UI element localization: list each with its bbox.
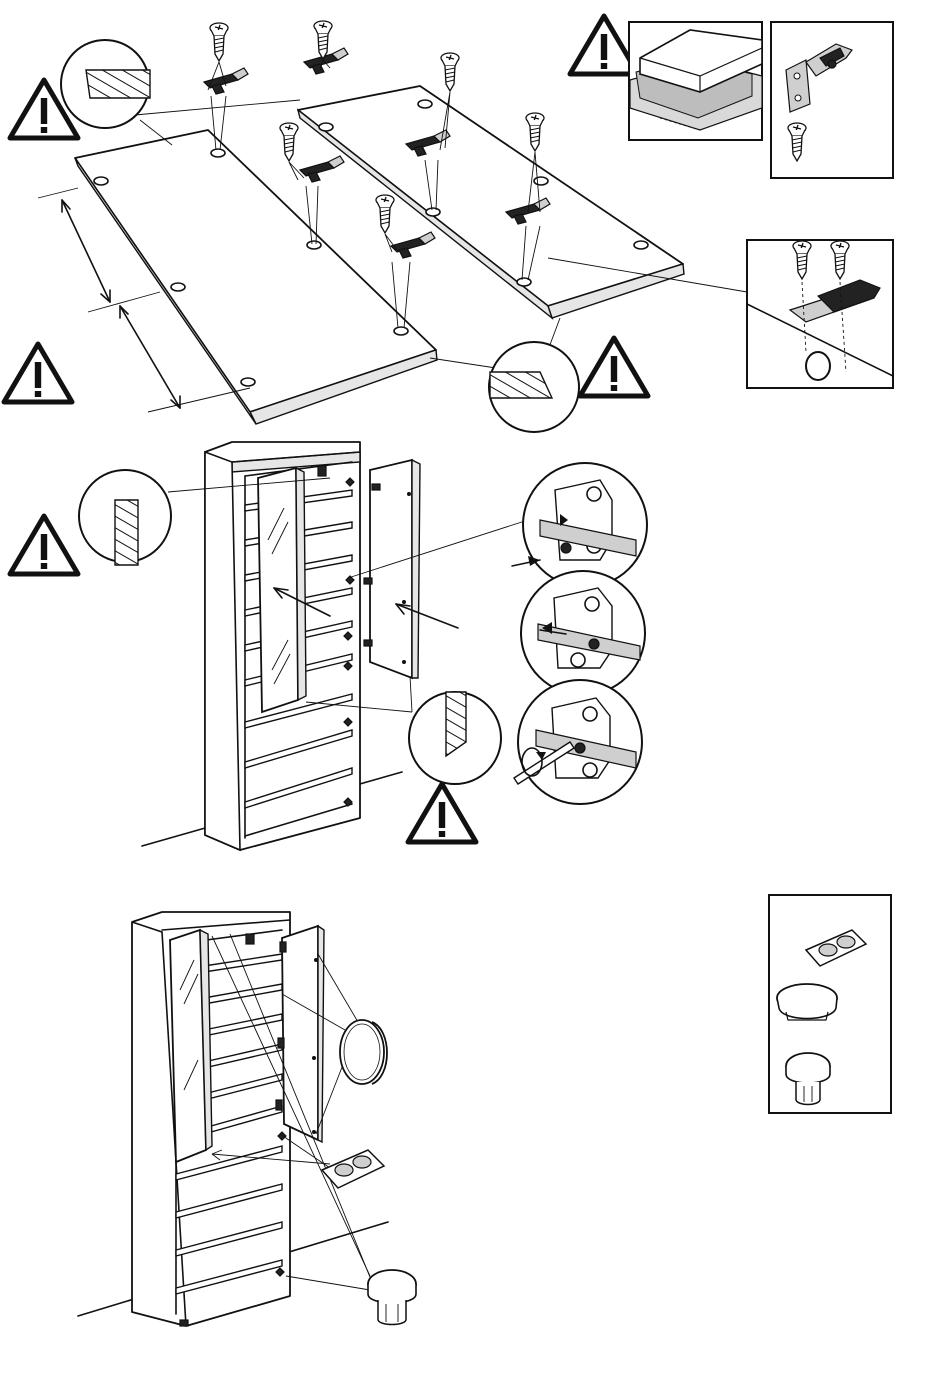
warning-triangle-icon	[10, 516, 78, 574]
edge-detail-right	[430, 318, 579, 432]
edge-detail-left	[61, 40, 300, 145]
warning-triangle-icon	[408, 784, 476, 842]
hinge-adjust-2	[521, 571, 645, 695]
protective-cloth-box	[629, 22, 762, 140]
glass-door	[258, 468, 306, 712]
door-knob	[340, 1020, 387, 1084]
warning-triangle-icon	[4, 344, 72, 402]
step-door-hanging	[10, 442, 647, 850]
hinge-and-screw-box	[771, 22, 893, 178]
solid-door	[282, 926, 324, 1142]
shelf-support-plug	[368, 1270, 416, 1325]
solid-door	[370, 460, 420, 678]
door-knob	[777, 984, 837, 1020]
parts-box	[769, 895, 891, 1113]
glass-door	[170, 930, 212, 1162]
step-accessories	[78, 895, 891, 1326]
warning-triangle-icon	[570, 16, 638, 74]
step-hinge-mounting	[4, 16, 893, 432]
hinge-adjust-3	[514, 680, 642, 804]
warning-triangle-icon	[580, 338, 648, 396]
